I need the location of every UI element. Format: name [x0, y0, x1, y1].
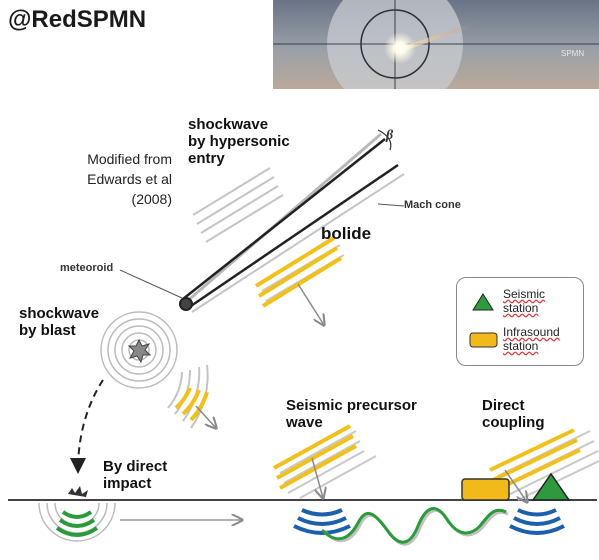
seismic-station-icon: [472, 293, 494, 311]
fall-arrow: [70, 379, 104, 474]
label-bolide: bolide: [321, 224, 372, 243]
seismic-wave: [320, 507, 507, 544]
credit-line-1: Modified from: [87, 151, 172, 167]
twitter-handle: @RedSPMN: [8, 6, 147, 33]
label-meteoroid: meteoroid: [60, 262, 114, 274]
blast-shockwave: [100, 311, 216, 428]
label-direct-coupling: Direct coupling: [482, 397, 545, 431]
credit-line-2: Edwards et al (2008): [87, 171, 172, 207]
label-shockwave-entry: shockwave by hypersonic entry: [188, 116, 290, 167]
seismic-station: [531, 472, 571, 501]
entry-shockwave-lines: [192, 167, 284, 243]
mach-cone: β: [119, 128, 405, 313]
label-direct-impact: By direct impact: [103, 458, 168, 492]
beta-label: β: [385, 128, 394, 143]
seismic-precursor-wave: [273, 424, 377, 535]
meteoroid-body: [179, 297, 193, 311]
infrasound-station-icon: [469, 332, 498, 348]
credit-text: Modified from Edwards et al (2008): [72, 149, 172, 209]
seismic-wave-shadow: [323, 509, 509, 546]
label-shockwave-blast: shockwave by blast: [19, 305, 100, 339]
label-seismic-precursor: Seismic precursor wave: [286, 397, 417, 431]
bolide-shockwave: [254, 236, 345, 325]
infrasound-station: [461, 478, 510, 501]
bolide-wave-diagram: β: [8, 128, 599, 546]
legend: Seismic station Infrasound station: [456, 277, 584, 366]
photo-watermark: SPMN: [561, 49, 584, 58]
legend-seismic: Seismic station: [503, 287, 546, 315]
direct-coupling-wave: [489, 428, 599, 535]
bolide-photo: SPMN: [273, 0, 599, 89]
impact-waves: [38, 486, 242, 542]
legend-infrasound: Infrasound station: [503, 325, 560, 353]
label-mach-cone: Mach cone: [404, 199, 461, 211]
